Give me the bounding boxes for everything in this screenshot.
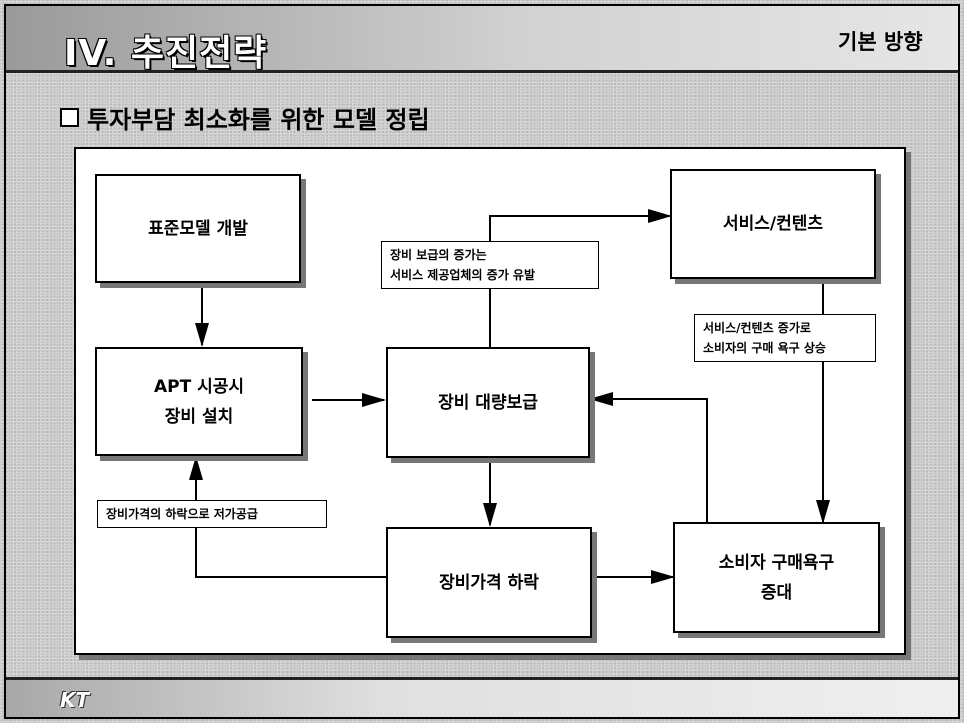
- box-apt-install: APT 시공시 장비 설치: [95, 347, 303, 456]
- box-standard-model: 표준모델 개발: [95, 174, 301, 283]
- header-band: [6, 6, 958, 70]
- arrow-price-to-apt: [189, 456, 386, 578]
- footer-band: [6, 680, 958, 717]
- section-title: IV. 추진전략: [64, 33, 268, 74]
- note-supply-to-service: 장비 보급의 증가는 서비스 제공업체의 증가 유발: [381, 241, 599, 289]
- subtitle-row: 투자부담 최소화를 위한 모델 정립: [60, 100, 430, 135]
- header-right-label: 기본 방향: [838, 30, 923, 54]
- box-mass-supply: 장비 대량보급: [386, 347, 590, 458]
- box-purchase-demand: 소비자 구매욕구 증대: [673, 522, 880, 633]
- checkbox-bullet-icon: [60, 108, 79, 127]
- footer-divider: [6, 677, 958, 680]
- arrow-supply-to-service: [489, 209, 672, 347]
- kt-logo: KT: [60, 688, 90, 712]
- note-service-to-demand: 서비스/컨텐츠 증가로 소비자의 구매 욕구 상승: [694, 314, 876, 362]
- subtitle: 투자부담 최소화를 위한 모델 정립: [87, 106, 430, 134]
- box-price-drop: 장비가격 하락: [386, 527, 592, 638]
- box-service-content: 서비스/컨텐츠: [670, 169, 876, 279]
- header-divider: [6, 70, 958, 73]
- arrow-demand-to-supply: [589, 392, 708, 522]
- note-price-to-apt: 장비가격의 하락으로 저가공급: [97, 500, 327, 528]
- slide-frame: [4, 4, 960, 719]
